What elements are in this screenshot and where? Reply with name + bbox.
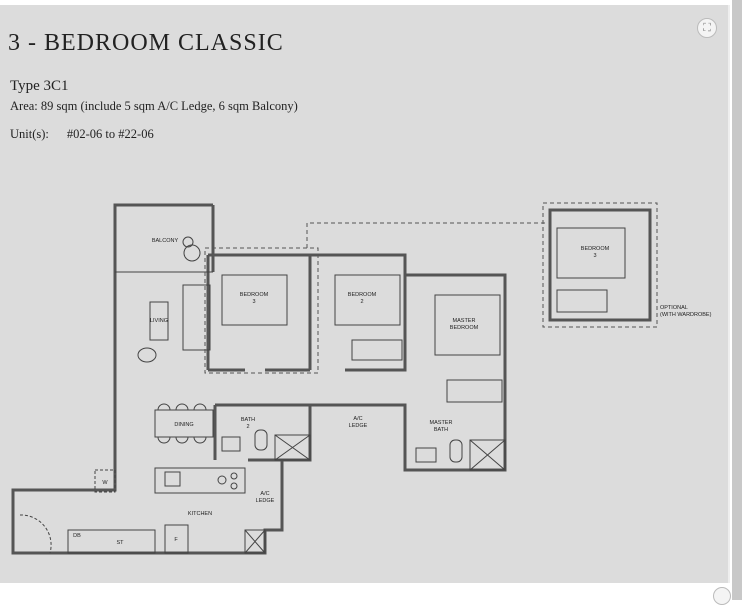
label-st: ST bbox=[116, 540, 124, 546]
room-ac-ledge-kitchen-2: LEDGE bbox=[256, 498, 275, 504]
room-master-bath-2: BATH bbox=[434, 427, 448, 433]
fixtures bbox=[19, 227, 626, 554]
label-w: W bbox=[102, 480, 108, 486]
unit-numbers: Unit(s): #02-06 to #22-06 bbox=[10, 127, 172, 142]
scrollbar[interactable] bbox=[732, 0, 742, 600]
room-kitchen: KITCHEN bbox=[188, 511, 212, 517]
room-living: LIVING bbox=[150, 318, 168, 324]
room-balcony: BALCONY bbox=[152, 238, 179, 244]
room-bedroom2-num: 2 bbox=[360, 299, 363, 305]
room-master-bedroom-2: BEDROOM bbox=[450, 325, 479, 331]
units-label: Unit(s): bbox=[10, 127, 49, 141]
room-master-bath: MASTER bbox=[430, 420, 453, 426]
optional-bedroom-num: 3 bbox=[593, 253, 596, 259]
label-f: F bbox=[174, 537, 178, 543]
unit-area: Area: 89 sqm (include 5 sqm A/C Ledge, 6… bbox=[10, 99, 298, 113]
room-ac-ledge-kitchen: A/C bbox=[260, 491, 269, 497]
floorplan-panel bbox=[0, 5, 730, 583]
room-ac-ledge-2: LEDGE bbox=[349, 423, 368, 429]
label-db: DB bbox=[73, 533, 81, 539]
room-bedroom3-num: 3 bbox=[252, 299, 255, 305]
optional-note: OPTIONAL bbox=[660, 305, 688, 311]
room-bedroom3: BEDROOM bbox=[240, 292, 269, 298]
optional-note-2: (WITH WARDROBE) bbox=[660, 312, 712, 318]
room-ac-ledge: A/C bbox=[353, 416, 362, 422]
unit-type: Type 3C1 bbox=[10, 78, 69, 94]
expand-icon[interactable]: ⛶ bbox=[697, 18, 717, 38]
room-bedroom2: BEDROOM bbox=[348, 292, 377, 298]
walls bbox=[11, 203, 507, 555]
room-master-bedroom: MASTER bbox=[453, 318, 476, 324]
page-title: 3 - BEDROOM CLASSIC bbox=[8, 30, 284, 56]
room-dining: DINING bbox=[174, 422, 193, 428]
units-value: #02-06 to #22-06 bbox=[66, 127, 154, 141]
room-bath2: BATH bbox=[241, 417, 255, 423]
room-bath2-num: 2 bbox=[246, 424, 249, 430]
optional-bedroom: BEDROOM bbox=[581, 246, 610, 252]
optional-dashes bbox=[204, 202, 658, 374]
